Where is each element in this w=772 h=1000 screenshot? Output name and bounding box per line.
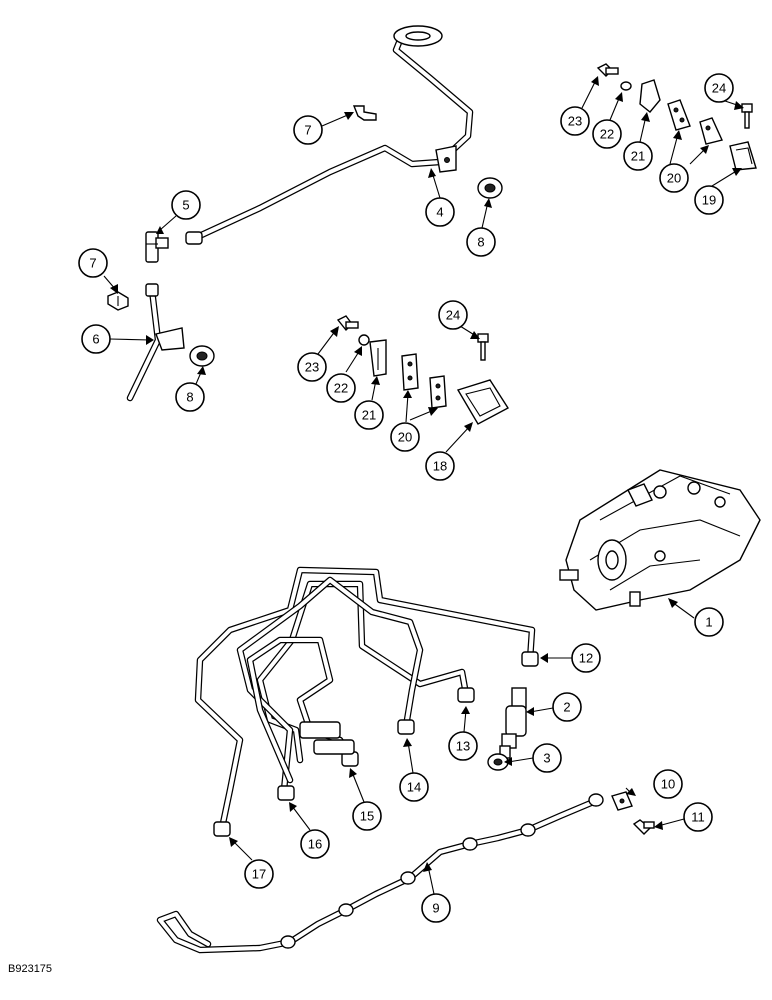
callout-16: 16 [300,829,330,859]
callout-label: 24 [446,308,460,323]
callout-label: 7 [304,123,311,138]
callout-6: 6 [81,324,111,354]
callout-20-middle: 20 [390,422,420,452]
short-fuel-pipe [126,283,185,402]
callout-label: 21 [362,408,376,423]
callout-7-left: 7 [78,248,108,278]
bolt-upper [352,105,377,121]
callout-label: 24 [712,81,726,96]
callout-24-middle: 24 [438,300,468,330]
callout-label: 1 [705,615,712,630]
callout-label: 5 [182,198,189,213]
fuel-return-pipe-upper [185,25,474,245]
callout-label: 11 [691,810,705,825]
callout-20-upper: 20 [659,163,689,193]
leader-lines [103,76,744,895]
callout-7-upper: 7 [293,115,323,145]
callout-label: 22 [334,381,348,396]
callout-8-lower: 8 [175,382,205,412]
washer-22-middle [358,334,370,346]
clamp-20-upper-a [667,99,691,131]
clamp-20-upper-b [699,117,723,145]
injector [499,687,527,759]
callout-label: 9 [432,901,439,916]
callout-label: 3 [543,751,550,766]
callout-21-middle: 21 [354,400,384,430]
callout-label: 21 [631,149,645,164]
bolt-24-middle [477,333,489,361]
callout-13: 13 [448,731,478,761]
callout-label: 8 [477,235,484,250]
callout-label: 18 [433,459,447,474]
callout-label: 22 [600,127,614,142]
callout-8-upper: 8 [466,227,496,257]
callout-label: 12 [579,651,593,666]
callout-19: 19 [694,185,724,215]
callout-12: 12 [571,643,601,673]
callout-label: 13 [456,739,470,754]
callout-label: 10 [661,777,675,792]
clamp-21-upper [639,79,661,113]
callout-3: 3 [532,743,562,773]
injection-pump [559,469,761,611]
screw-11 [632,819,655,835]
clamp-20-middle-b [429,375,447,409]
callout-15: 15 [352,801,382,831]
callout-label: 6 [92,332,99,347]
injector-pipe-bundle [194,566,539,837]
leak-off-pipe [156,793,604,954]
callout-14: 14 [399,772,429,802]
callout-22-upper: 22 [592,119,622,149]
callout-label: 20 [667,171,681,186]
sealing-washer [487,753,509,771]
bolt-23-upper [596,63,619,77]
callout-22-middle: 22 [326,373,356,403]
callout-label: 16 [308,837,322,852]
bracket-19 [729,141,757,171]
washer-22-upper [620,81,632,91]
callout-11: 11 [683,802,713,832]
figure-id: B923175 [8,963,53,975]
callout-9: 9 [421,893,451,923]
callout-23-upper: 23 [560,106,590,136]
callout-24-upper: 24 [704,73,734,103]
callout-17: 17 [244,859,274,889]
callout-4: 4 [425,197,455,227]
clamp-20-middle-a [401,353,419,391]
callout-label: 20 [398,430,412,445]
callout-21-upper: 21 [623,141,653,171]
clamp-21-middle [369,339,387,377]
grommet-lower [189,345,215,367]
bracket-18 [456,379,509,425]
bolt-left [107,291,129,311]
grommet-upper [477,177,503,199]
clip-10 [611,791,633,811]
callout-10: 10 [653,769,683,799]
callout-1: 1 [694,607,724,637]
callout-label: 8 [186,390,193,405]
callout-5: 5 [171,190,201,220]
callout-label: 19 [702,193,716,208]
callout-label: 17 [252,867,266,882]
callout-label: 23 [568,114,582,129]
callout-18: 18 [425,451,455,481]
callout-23-middle: 23 [297,352,327,382]
bolt-23-middle [336,315,359,332]
callout-label: 23 [305,360,319,375]
callout-label: 7 [89,256,96,271]
callout-label: 14 [407,780,421,795]
callout-label: 4 [436,205,443,220]
callout-label: 2 [563,700,570,715]
banjo-fitting [145,231,169,263]
callout-label: 15 [360,809,374,824]
callout-2: 2 [552,692,582,722]
